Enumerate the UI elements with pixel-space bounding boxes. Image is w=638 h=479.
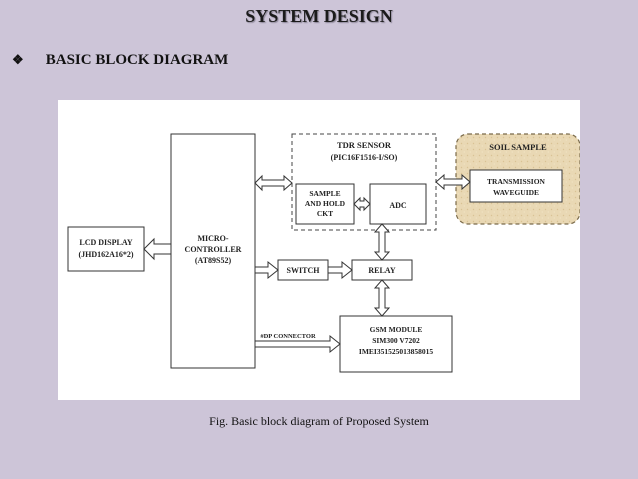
lcd-display-block: LCD DISPLAY (JHD162A16*2): [67, 226, 145, 272]
lcd-line2: (JHD162A16*2): [78, 250, 133, 259]
gsm-line2: SIM300 V7202: [372, 336, 420, 345]
switch-block: SWITCH: [277, 259, 329, 281]
arrow-relay-adc: [373, 223, 391, 261]
diamond-bullet-icon: ❖: [12, 52, 24, 67]
connectors: [143, 173, 471, 354]
soil-sample-label: SOIL SAMPLE: [489, 142, 547, 152]
section-heading: ❖ BASIC BLOCK DIAGRAM: [12, 52, 228, 69]
relay-label: RELAY: [368, 266, 395, 275]
switch-label: SWITCH: [287, 266, 321, 275]
waveguide-line1: TRANSMISSION: [487, 177, 546, 186]
microcontroller-block: MICRO- CONTROLLER (AT89S52): [170, 133, 256, 369]
soil-sample-region: SOIL SAMPLE TRANSMISSION WAVEGUIDE: [455, 133, 581, 225]
arrow-mcu-switch: [254, 260, 279, 280]
sample-hold-block: [295, 183, 355, 225]
mcu-line2: CONTROLLER: [185, 245, 242, 254]
relay-block: RELAY: [351, 259, 413, 281]
lcd-line1: LCD DISPLAY: [79, 238, 132, 247]
block-diagram: SOIL SAMPLE TRANSMISSION WAVEGUIDE TDR S…: [58, 100, 581, 400]
transmission-waveguide-block: [469, 169, 563, 203]
gsm-line1: GSM MODULE: [370, 325, 423, 334]
arrow-mcu-to-lcd: [143, 237, 172, 261]
tdr-sensor-group: TDR SENSOR (PIC16F1516-I/SO) SAMPLE AND …: [291, 133, 437, 231]
arrow-mcu-gsm: [254, 334, 341, 354]
sample-hold-line1: SAMPLE: [309, 189, 340, 198]
sample-hold-line2: AND HOLD: [305, 199, 346, 208]
arrow-relay-gsm: [373, 279, 391, 317]
arrow-mcu-tdr: [254, 174, 293, 192]
waveguide-line2: WAVEGUIDE: [493, 188, 539, 197]
gsm-line3: IMEI351525013858015: [359, 347, 433, 356]
mcu-line1: MICRO-: [197, 234, 228, 243]
arrow-sample-adc: [353, 196, 371, 212]
gsm-module-block: GSM MODULE SIM300 V7202 IMEI351525013858…: [339, 315, 453, 373]
arrow-tdr-waveguide: [435, 173, 471, 191]
sample-hold-line3: CKT: [317, 209, 333, 218]
figure-caption: Fig. Basic block diagram of Proposed Sys…: [209, 414, 429, 428]
arrow-switch-relay: [327, 260, 353, 280]
adc-label: ADC: [389, 201, 407, 210]
dp-connector-label: #DP CONNECTOR: [260, 333, 316, 340]
section-heading-text: BASIC BLOCK DIAGRAM: [45, 52, 229, 68]
tdr-part-label: (PIC16F1516-I/SO): [331, 153, 398, 162]
mcu-line3: (AT89S52): [195, 256, 232, 265]
tdr-label: TDR SENSOR: [337, 140, 392, 150]
slide-title: SYSTEM DESIGN: [245, 6, 393, 26]
